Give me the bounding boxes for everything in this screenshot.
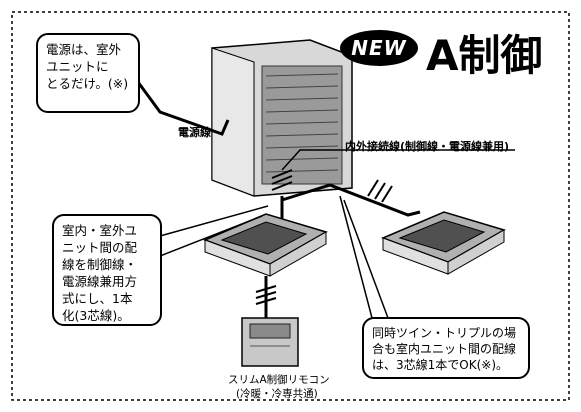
power-line <box>136 81 230 136</box>
outdoor-unit <box>211 39 353 197</box>
page-title: A制御 <box>426 31 543 80</box>
callout-power-source: 電源は、室外 ユニットに とるだけ。(※) <box>36 33 140 113</box>
callout-power-line-1: 電源は、室外 <box>46 42 122 57</box>
callout-wiring-line-2: ニット間の配 <box>62 240 138 255</box>
wire-tick-marks <box>271 169 293 191</box>
label-remote-name: スリムA制御リモコン <box>228 374 330 386</box>
callout-power-line-3: とるだけ。(※) <box>46 76 129 91</box>
indoor-unit-1 <box>202 213 328 277</box>
callout-multi-line-1: 同時ツイン・トリプルの場 <box>372 326 517 340</box>
wiring-callout-leader <box>159 205 269 237</box>
callout-wiring-line-1: 室内・室外ユ <box>62 223 138 238</box>
callout-wiring-line-3: 線を制御線・ <box>62 257 138 272</box>
callout-multi-line-2: 合も室内ユニット間の配線 <box>372 342 517 356</box>
indoor-link-wire <box>281 183 421 217</box>
callout-multi-unit: 同時ツイン・トリプルの場 合も室内ユニット間の配線 は、3芯線1本でOK(※)。 <box>362 317 530 379</box>
multi-callout-leader-2 <box>343 199 389 319</box>
indoor-unit-2 <box>380 211 506 275</box>
remote-controller <box>241 317 299 367</box>
label-interconnect: 内外接続線(制御線・電源線兼用) <box>345 140 510 153</box>
indoor-link-ticks <box>367 179 393 203</box>
callout-wiring-line-4: 電源線兼用方 <box>62 274 138 289</box>
new-badge: NEW <box>340 30 418 66</box>
callout-wiring-line-6: 化(3芯線)。 <box>62 308 130 323</box>
label-remote-sub: (冷暖・冷専共通) <box>236 388 318 400</box>
multi-callout-leader <box>339 195 373 319</box>
interconnect-leader <box>281 149 515 171</box>
callout-power-line-2: ユニットに <box>46 59 109 74</box>
callout-wiring: 室内・室外ユ ニット間の配 線を制御線・ 電源線兼用方 式にし、1本 化(3芯線… <box>52 214 162 326</box>
remote-wire-ticks <box>255 285 277 305</box>
label-power-line: 電源線 <box>178 126 211 139</box>
callout-multi-line-3: は、3芯線1本でOK(※)。 <box>372 358 509 372</box>
outer-border <box>11 11 570 401</box>
callout-wiring-line-5: 式にし、1本 <box>62 291 133 306</box>
wiring-callout-leader-2 <box>159 215 263 257</box>
